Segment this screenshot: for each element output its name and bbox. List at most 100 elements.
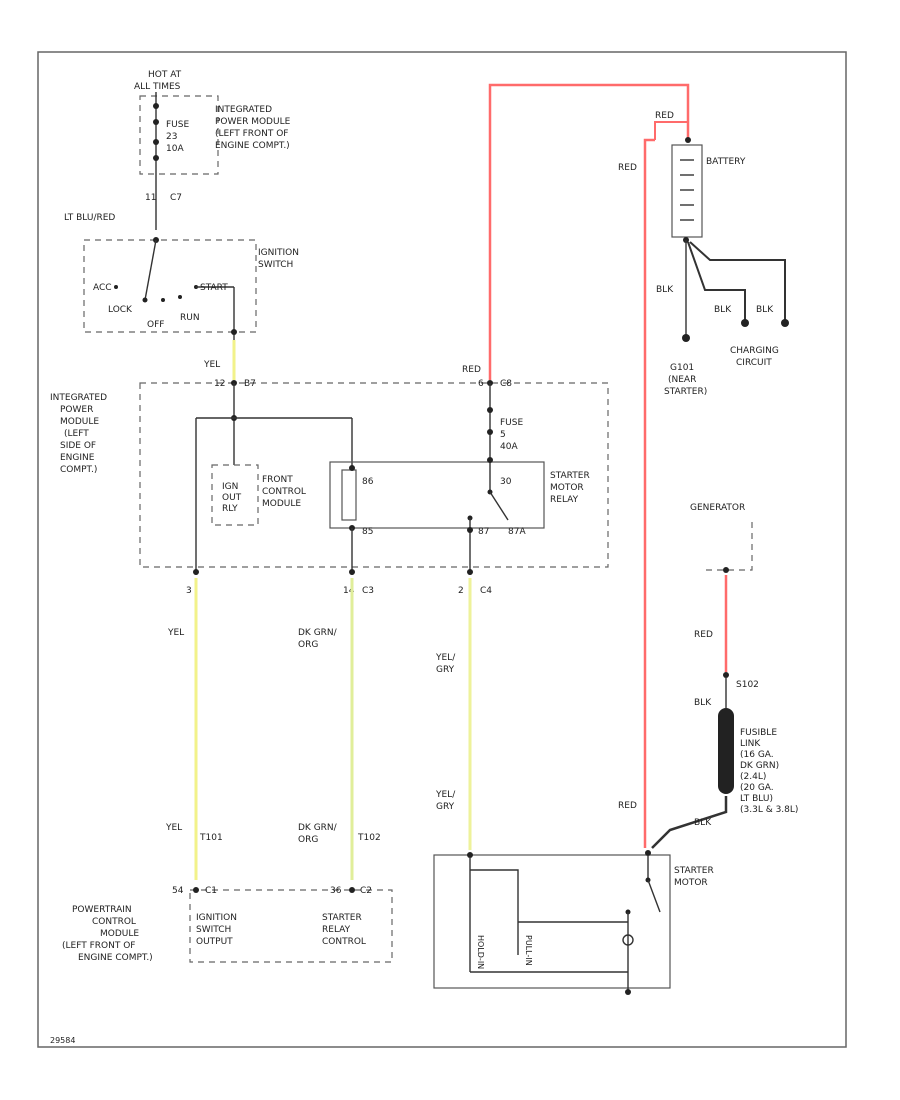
fl-label-7: (3.3L & 3.8L) [740, 805, 798, 815]
charging-wire-1 [687, 241, 746, 322]
pcm-pin-54-node [193, 887, 199, 893]
pcm-label-right-1: RELAY [322, 925, 351, 935]
relay-title-0: STARTER [550, 471, 590, 481]
starter-coil-pull: PULL-IN [524, 935, 533, 966]
fl-label-6: LT BLU) [740, 794, 773, 804]
pcm-title-0: POWERTRAIN [72, 905, 132, 915]
footer-code: 29584 [50, 1036, 75, 1045]
relay-pin-85: 85 [362, 527, 373, 537]
fuse-node-1 [153, 119, 159, 125]
fcm-title-2: MODULE [262, 499, 301, 509]
fuse-pin-left: 11 [145, 193, 156, 203]
pcm-label-left-1: SWITCH [196, 925, 231, 935]
pcm-conn-right: C2 [360, 886, 372, 896]
starter-s-node [467, 852, 473, 858]
fuse-node-3 [153, 155, 159, 161]
ign-contact-1 [161, 298, 165, 302]
relay-pin-30: 30 [500, 477, 512, 487]
starter-ground-node [625, 989, 631, 995]
s102-label: S102 [736, 680, 759, 690]
battery-red-label-side: RED [618, 163, 637, 173]
dkgrn2-label-1: ORG [298, 835, 318, 845]
ipm-title-1: POWER [60, 405, 93, 415]
fl-label-1: LINK [740, 739, 761, 749]
dkgrn-label-1: ORG [298, 640, 318, 650]
diagram-frame [37, 51, 847, 1048]
all-times-label: ALL TIMES [134, 82, 181, 92]
ipm-title-6: COMPT.) [60, 465, 97, 475]
fuse-location-3: ENGINE COMPT.) [215, 141, 290, 151]
battery-red-label-top: RED [655, 111, 674, 121]
relay-title-1: MOTOR [550, 483, 584, 493]
ipm-title-4: SIDE OF [60, 441, 96, 451]
relay-pin-87: 87 [478, 527, 489, 537]
starter-coil-hold: HOLD-IN [476, 935, 485, 969]
pcm-title-1: CONTROL [92, 917, 136, 927]
fuse40-label-1: 5 [500, 430, 506, 440]
ign-pos-off: OFF [147, 320, 164, 330]
ign-pivot [142, 297, 148, 303]
fuse40-label-2: 40A [500, 442, 518, 452]
ipm-pin-top: 12 [214, 379, 225, 389]
fuse-location-2: (LEFT FRONT OF [215, 129, 288, 139]
fl-label-3: DK GRN) [740, 761, 779, 771]
charging-label-0: CHARGING [730, 346, 779, 356]
ign-contact-4 [114, 285, 118, 289]
fuse-pin-right: C7 [170, 193, 182, 203]
ign-contact-2 [178, 295, 182, 299]
pcm-label-left-0: IGNITION [196, 913, 237, 923]
conn-c4: C4 [480, 586, 492, 596]
battery-pos-node [685, 137, 691, 143]
ign-blade [144, 239, 157, 301]
charging-wire-2 [689, 241, 786, 322]
charging-node-1 [741, 319, 749, 327]
ipm-pin-red: 6 [478, 379, 484, 389]
starter-motor-armature [622, 934, 634, 946]
yel-label-1: YEL [167, 628, 184, 638]
yelgry-node-top [467, 569, 473, 575]
battery-blk-3: BLK [756, 305, 774, 315]
starter-pull-wire [470, 869, 519, 955]
generator-blk-bottom: BLK [694, 818, 712, 828]
ipm-pin-red-conn: C8 [500, 379, 512, 389]
fuse-node-top [153, 103, 159, 109]
pcm-label-right-2: CONTROL [322, 937, 366, 947]
generator-blk-label: BLK [694, 698, 712, 708]
ign-pos-run: RUN [180, 313, 200, 323]
fl-label-2: (16 GA. [740, 750, 774, 760]
generator-red-bottom: RED [618, 801, 637, 811]
fl-label-0: FUSIBLE [740, 728, 777, 738]
battery-block: RED BATTERY RED BLK BLK BLK G101 (NEAR S… [618, 111, 789, 848]
starter-title-1: MOTOR [674, 878, 708, 888]
fuse-label-0: FUSE [166, 120, 189, 130]
ign-wire-color: YEL [203, 360, 220, 370]
g101-ground [682, 334, 690, 342]
dkgrn-label-0: DK GRN/ [298, 628, 338, 638]
fuse-location-1: POWER MODULE [215, 117, 291, 127]
pin-3: 3 [186, 586, 192, 596]
fuse40-node-3 [487, 457, 493, 463]
fcm-chip-2: RLY [222, 504, 238, 514]
ign-node-bottom [231, 329, 237, 335]
g101-label-2: STARTER) [664, 387, 707, 397]
pcm-pin-right: 36 [330, 886, 342, 896]
ign-title-0: IGNITION [258, 248, 299, 258]
yel-node-top [193, 569, 199, 575]
ipm-title-0: INTEGRATED [50, 393, 107, 403]
fuse-block-outline [139, 95, 219, 175]
charging-label-1: CIRCUIT [736, 358, 772, 368]
hot-at-label: HOT AT [148, 70, 182, 80]
fuse-label-2: 10A [166, 144, 184, 154]
dkgrn2-label-0: DK GRN/ [298, 823, 338, 833]
yelgry-label-1: GRY [436, 665, 455, 675]
generator-title: GENERATOR [690, 503, 745, 513]
relay-pin-87a: 87A [508, 527, 526, 537]
relay-86-node [349, 465, 355, 471]
pcm-label-left-2: OUTPUT [196, 937, 233, 947]
fl-label-5: (20 GA. [740, 783, 774, 793]
battery-body [671, 144, 703, 238]
fuse40-node-2 [487, 429, 493, 435]
fuse-label-1: 23 [166, 132, 177, 142]
relay-87-node [467, 527, 473, 533]
